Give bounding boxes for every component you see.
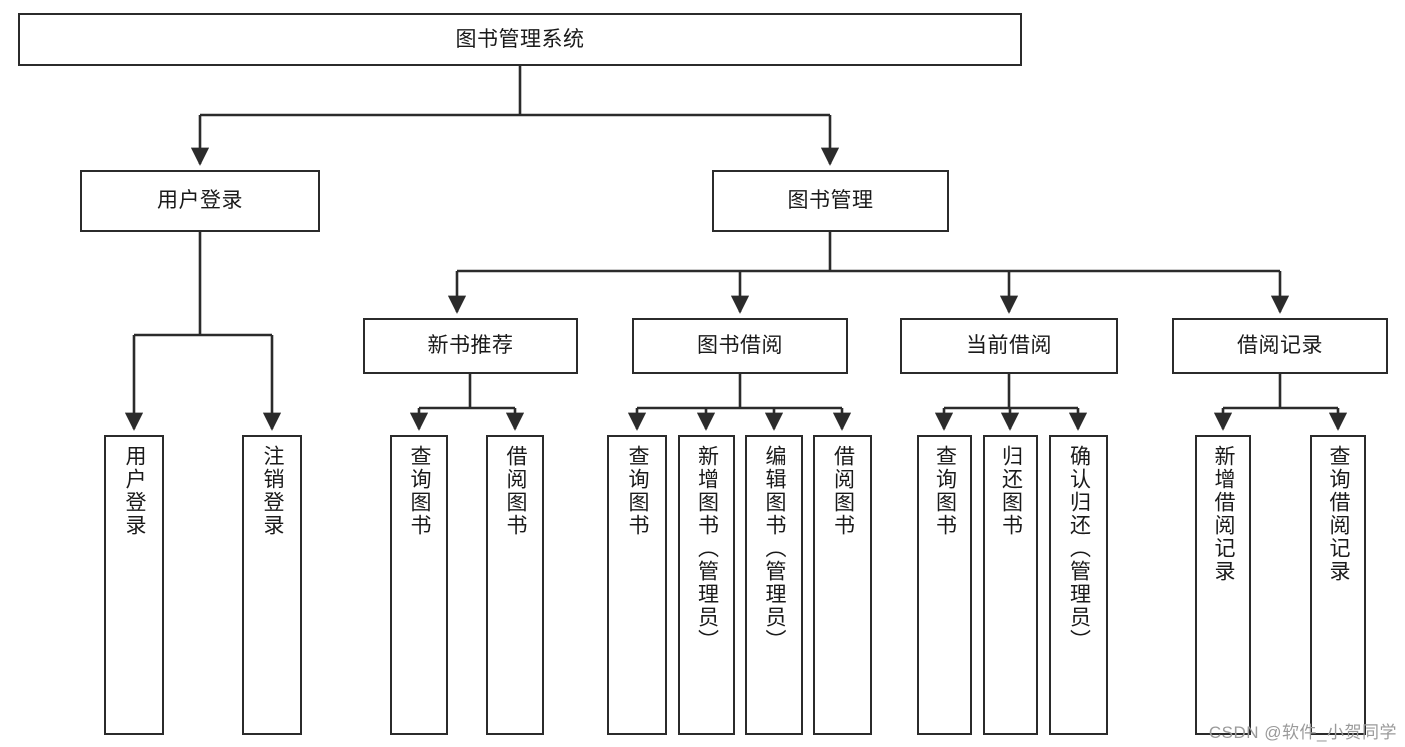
- node-borrow-record[interactable]: 借阅记录: [1172, 318, 1388, 374]
- node-current-borrow[interactable]: 当前借阅: [900, 318, 1118, 374]
- node-book-borrow[interactable]: 图书借阅: [632, 318, 848, 374]
- leaf-query-book-borrow-label: 查询图书: [626, 445, 650, 537]
- node-new-book-recommend[interactable]: 新书推荐: [363, 318, 578, 374]
- leaf-add-book-admin[interactable]: 新增图书（管理员）: [678, 435, 735, 735]
- node-current-borrow-label: 当前借阅: [966, 334, 1052, 358]
- leaf-query-borrow-record-label: 查询借阅记录: [1327, 445, 1351, 583]
- leaf-logout-login-label: 注销登录: [261, 445, 285, 537]
- leaf-confirm-return-admin-label: 确认归还（管理员）: [1067, 445, 1091, 652]
- node-new-book-recommend-label: 新书推荐: [427, 334, 514, 358]
- leaf-borrow-book[interactable]: 借阅图书: [813, 435, 872, 735]
- leaf-user-login[interactable]: 用户登录: [104, 435, 164, 735]
- node-book-borrow-label: 图书借阅: [697, 334, 783, 358]
- leaf-add-borrow-record[interactable]: 新增借阅记录: [1195, 435, 1251, 735]
- node-borrow-record-label: 借阅记录: [1237, 334, 1323, 358]
- leaf-borrow-book-recommend-label: 借阅图书: [504, 445, 528, 537]
- node-book-management-label: 图书管理: [787, 189, 874, 213]
- leaf-edit-book-admin[interactable]: 编辑图书（管理员）: [745, 435, 803, 735]
- node-root[interactable]: 图书管理系统: [18, 13, 1022, 66]
- leaf-borrow-book-label: 借阅图书: [831, 445, 855, 537]
- node-user-login-label: 用户登录: [157, 189, 243, 213]
- leaf-confirm-return-admin[interactable]: 确认归还（管理员）: [1049, 435, 1108, 735]
- leaf-query-book-current[interactable]: 查询图书: [917, 435, 972, 735]
- leaf-query-book-current-label: 查询图书: [933, 445, 957, 537]
- leaf-return-book-label: 归还图书: [999, 445, 1023, 537]
- leaf-edit-book-admin-label: 编辑图书（管理员）: [763, 445, 787, 652]
- leaf-borrow-book-recommend[interactable]: 借阅图书: [486, 435, 544, 735]
- node-root-label: 图书管理系统: [455, 27, 585, 51]
- leaf-query-book-recommend[interactable]: 查询图书: [390, 435, 448, 735]
- node-book-management[interactable]: 图书管理: [712, 170, 949, 232]
- watermark: CSDN @软件_小贺同学: [1208, 723, 1397, 742]
- leaf-add-borrow-record-label: 新增借阅记录: [1212, 445, 1236, 583]
- leaf-add-book-admin-label: 新增图书（管理员）: [695, 445, 719, 652]
- node-user-login[interactable]: 用户登录: [80, 170, 320, 232]
- leaf-user-login-label: 用户登录: [123, 445, 147, 537]
- leaf-logout-login[interactable]: 注销登录: [242, 435, 302, 735]
- leaf-return-book[interactable]: 归还图书: [983, 435, 1038, 735]
- leaf-query-borrow-record[interactable]: 查询借阅记录: [1310, 435, 1366, 735]
- leaf-query-book-borrow[interactable]: 查询图书: [607, 435, 667, 735]
- leaf-query-book-recommend-label: 查询图书: [408, 445, 432, 537]
